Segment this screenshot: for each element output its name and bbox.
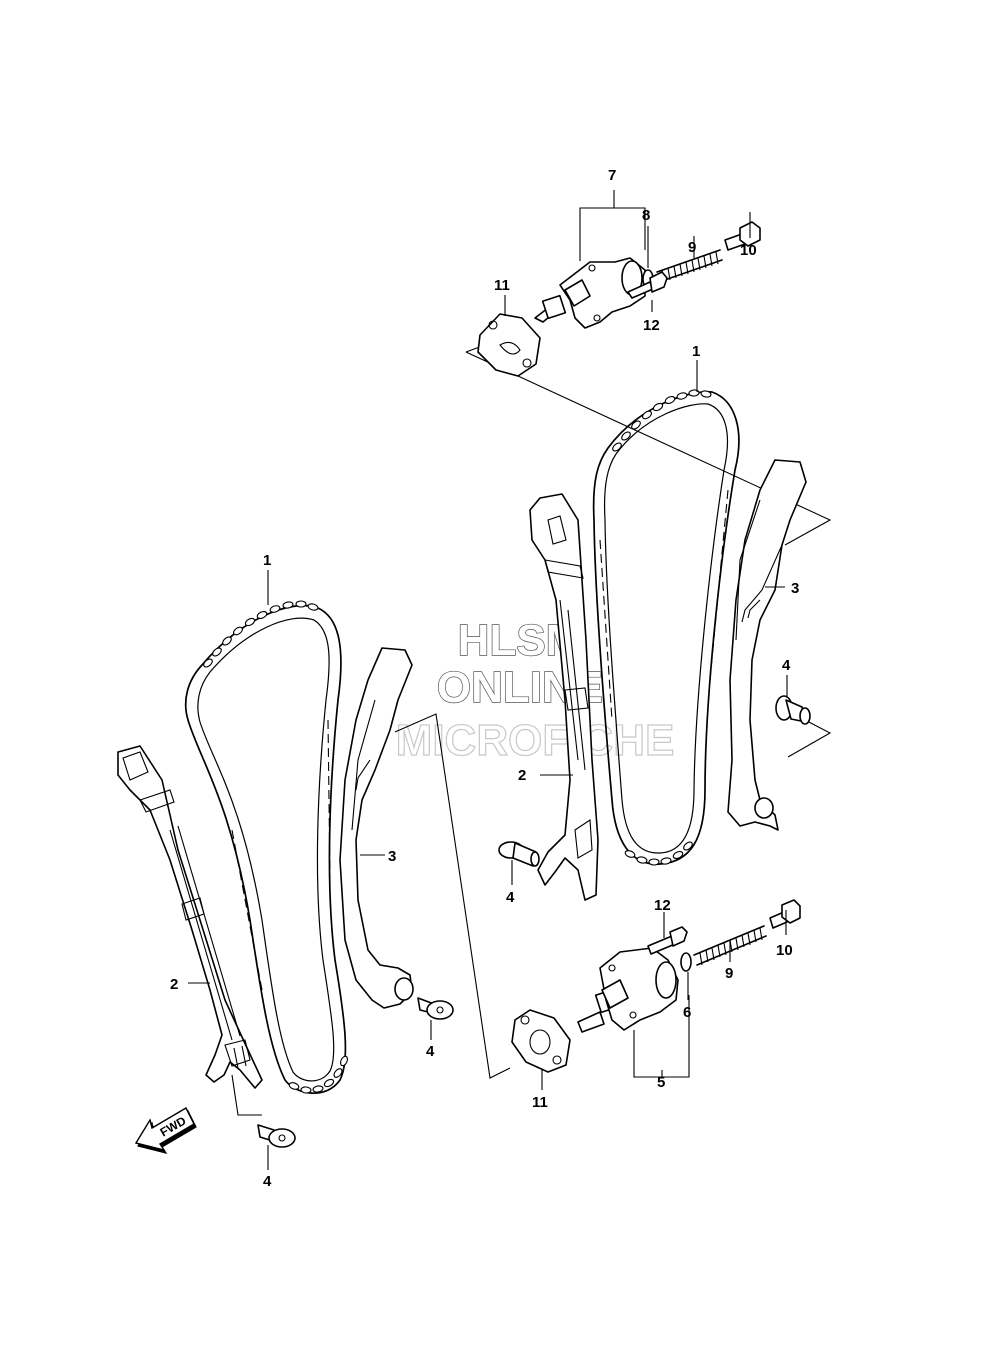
tensioner-body-lower: [577, 947, 679, 1033]
callout-4: 4: [263, 1173, 272, 1190]
callout-9: 9: [725, 965, 733, 982]
leader-lines: [188, 190, 788, 1170]
bolt-4-lower-left: [257, 1124, 296, 1148]
bolt-upper-12: [627, 271, 668, 299]
callout-12: 12: [654, 897, 671, 914]
tensioner-body-upper: [534, 257, 646, 329]
callout-6: 6: [683, 1004, 691, 1021]
upper-chain-group: [498, 389, 811, 901]
fwd-arrow-icon: FWD: [134, 1107, 197, 1154]
chain-damper-upper: [727, 459, 807, 831]
bolt-4-upper-right: [775, 695, 811, 725]
gasket-upper: [477, 313, 541, 377]
callout-11: 11: [532, 1094, 548, 1111]
callout-5: 5: [657, 1074, 665, 1091]
reference-lines: [394, 333, 832, 1079]
callout-9: 9: [688, 239, 696, 256]
chain-links-lower: [203, 600, 348, 1094]
upper-tensioner-assembly: [477, 221, 761, 377]
callout-8: 8: [642, 207, 650, 224]
callout-10: 10: [740, 242, 757, 259]
callout-3: 3: [791, 580, 799, 597]
callout-1: 1: [263, 552, 271, 569]
callout-12: 12: [643, 317, 660, 334]
callout-10: 10: [776, 942, 793, 959]
spring-lower: [693, 925, 767, 966]
cam-chain-upper: [592, 389, 740, 866]
gasket-lower: [511, 1009, 571, 1073]
chain-guide-lower: [117, 745, 263, 1089]
callout-4: 4: [426, 1043, 435, 1060]
lower-tensioner-assembly: [511, 899, 801, 1073]
callout-1: 1: [692, 343, 700, 360]
callout-11: 11: [494, 277, 510, 294]
bolt-4-upper-left: [498, 841, 540, 867]
callout-7: 7: [608, 167, 616, 184]
callout-2: 2: [518, 767, 526, 784]
chain-links-upper: [612, 389, 712, 866]
watermark: MICROFICHE ONLINE HLSM: [395, 615, 675, 765]
callout-4: 4: [506, 889, 515, 906]
cam-chain-lower: [184, 600, 348, 1095]
chain-guide-upper: [529, 493, 599, 901]
callout-4: 4: [782, 657, 791, 674]
callout-3: 3: [388, 848, 396, 865]
bolt-lower-10: [769, 899, 801, 929]
bolt-lower-12: [647, 926, 688, 955]
spring-upper: [656, 249, 723, 283]
chain-damper-lower: [339, 647, 414, 1009]
washer-lower: [680, 952, 692, 972]
lower-chain-group: [117, 600, 454, 1148]
callout-2: 2: [170, 976, 178, 993]
bolt-4-lower-right: [417, 997, 454, 1020]
callout-numbers: 7 8 10 9 11 12 1 3 4 2 4 1 3 2 4 4 12 10…: [170, 167, 799, 1190]
